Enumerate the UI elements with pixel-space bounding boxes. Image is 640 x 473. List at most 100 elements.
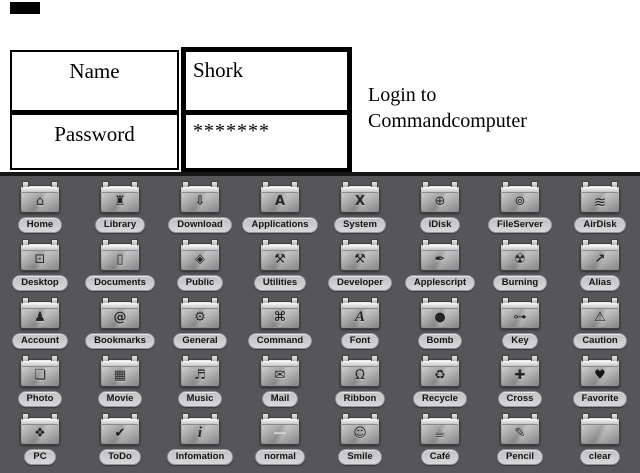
icon-button-smile[interactable]: ☺ Smile (320, 413, 400, 473)
name-field[interactable]: Shork (193, 58, 244, 82)
icon-button-pc[interactable]: ❖ PC (0, 413, 80, 473)
folder-rim (342, 245, 378, 251)
key-icon: ⊶ (513, 310, 527, 325)
icon-button-normal[interactable]: — normal (240, 413, 320, 473)
infomation-icon: i (197, 425, 203, 441)
icon-button-music[interactable]: ♬ Music (160, 355, 240, 417)
icon-button-library[interactable]: ♜ Library (80, 181, 160, 243)
fileserver-folder: ⊚ (500, 181, 540, 213)
icon-button-movie[interactable]: ▦ Movie (80, 355, 160, 417)
folder-flap (342, 367, 378, 385)
icon-label: Applescript (404, 275, 476, 291)
folder-rim (182, 361, 218, 367)
icon-button-burning[interactable]: ☢ Burning (480, 239, 560, 301)
icon-button-clear[interactable]: clear (560, 413, 640, 473)
utilities-folder: ⚒ (260, 239, 300, 271)
icon-grid: ⌂ Home ♜ Library ⇩ Download A (0, 176, 640, 473)
icon-button-command[interactable]: ⌘ Command (240, 297, 320, 359)
icon-button-airdisk[interactable]: ≋ AirDisk (560, 181, 640, 243)
folder-rim (182, 419, 218, 425)
folder-flap (102, 367, 138, 385)
folder-flap (262, 251, 298, 269)
folder-rim (502, 245, 538, 251)
icon-label: Café (420, 449, 460, 465)
favorite-icon: ♥ (594, 368, 606, 383)
favorite-folder: ♥ (580, 355, 620, 387)
applications-folder: A (260, 181, 300, 213)
pencil-folder: ✎ (500, 413, 540, 445)
recycle-icon: ♻ (434, 368, 446, 383)
todo-folder: ✔ (100, 413, 140, 445)
icon-button-mail[interactable]: ✉ Mail (240, 355, 320, 417)
icon-button-cafe[interactable]: ☕ Café (400, 413, 480, 473)
command-icon: ⌘ (273, 310, 287, 325)
icon-button-todo[interactable]: ✔ ToDo (80, 413, 160, 473)
icon-button-pencil[interactable]: ✎ Pencil (480, 413, 560, 473)
icon-label: Library (94, 217, 146, 233)
icon-label: Utilities (253, 275, 307, 291)
folder-flap (102, 251, 138, 269)
icon-label: Account (12, 333, 68, 349)
applications-icon: A (274, 194, 286, 209)
icon-label: FileServer (488, 217, 552, 233)
icon-label: clear (579, 449, 621, 465)
icon-button-ribbon[interactable]: Ω Ribbon (320, 355, 400, 417)
icon-label: Photo (17, 391, 63, 407)
icon-label: System (334, 217, 386, 233)
folder-rim (422, 419, 458, 425)
icon-button-utilities[interactable]: ⚒ Utilities (240, 239, 320, 301)
folder-rim (102, 245, 138, 251)
icon-label: Movie (97, 391, 143, 407)
folder-flap (262, 309, 298, 327)
icon-button-applications[interactable]: A Applications (240, 181, 320, 243)
icon-button-fileserver[interactable]: ⊚ FileServer (480, 181, 560, 243)
alias-icon: ↗ (594, 252, 606, 267)
folder-flap (582, 309, 618, 327)
icon-button-public[interactable]: ◈ Public (160, 239, 240, 301)
icon-button-system[interactable]: X System (320, 181, 400, 243)
icon-button-caution[interactable]: ⚠ Caution (560, 297, 640, 359)
folder-flap (22, 251, 58, 269)
icon-button-alias[interactable]: ↗ Alias (560, 239, 640, 301)
folder-rim (262, 303, 298, 309)
download-folder: ⇩ (180, 181, 220, 213)
folder-rim (502, 361, 538, 367)
icon-button-idisk[interactable]: ⊕ iDisk (400, 181, 480, 243)
icon-button-desktop[interactable]: ⊡ Desktop (0, 239, 80, 301)
idisk-icon: ⊕ (434, 194, 446, 209)
icon-button-cross[interactable]: ✚ Cross (480, 355, 560, 417)
documents-icon: ▯ (116, 252, 124, 267)
icon-button-font[interactable]: A Font (320, 297, 400, 359)
icon-button-recycle[interactable]: ♻ Recycle (400, 355, 480, 417)
icon-button-account[interactable]: ♟ Account (0, 297, 80, 359)
icon-button-photo[interactable]: ❏ Photo (0, 355, 80, 417)
folder-rim (342, 303, 378, 309)
password-field[interactable]: ******* (193, 120, 270, 142)
icon-button-key[interactable]: ⊶ Key (480, 297, 560, 359)
icon-label: Download (168, 217, 232, 233)
icon-button-download[interactable]: ⇩ Download (160, 181, 240, 243)
icon-button-general[interactable]: ⚙ General (160, 297, 240, 359)
icon-button-documents[interactable]: ▯ Documents (80, 239, 160, 301)
bookmarks-folder: @ (100, 297, 140, 329)
icon-button-favorite[interactable]: ♥ Favorite (560, 355, 640, 417)
icon-label: Alias (579, 275, 621, 291)
icon-button-infomation[interactable]: i Infomation (160, 413, 240, 473)
icon-button-applescript[interactable]: ✒ Applescript (400, 239, 480, 301)
bookmarks-icon: @ (113, 310, 127, 325)
folder-flap (262, 425, 298, 443)
folder-flap (502, 309, 538, 327)
icon-label: Bookmarks (85, 333, 155, 349)
icon-label: normal (255, 449, 305, 465)
folder-rim (102, 361, 138, 367)
icon-label: Applications (242, 217, 318, 233)
movie-folder: ▦ (100, 355, 140, 387)
folder-flap (102, 193, 138, 211)
icon-button-home[interactable]: ⌂ Home (0, 181, 80, 243)
folder-flap (342, 251, 378, 269)
icon-button-bookmarks[interactable]: @ Bookmarks (80, 297, 160, 359)
folder-flap (582, 193, 618, 211)
icon-button-bomb[interactable]: ● Bomb (400, 297, 480, 359)
icon-button-developer[interactable]: ⚒ Developer (320, 239, 400, 301)
icon-label: AirDisk (574, 217, 626, 233)
